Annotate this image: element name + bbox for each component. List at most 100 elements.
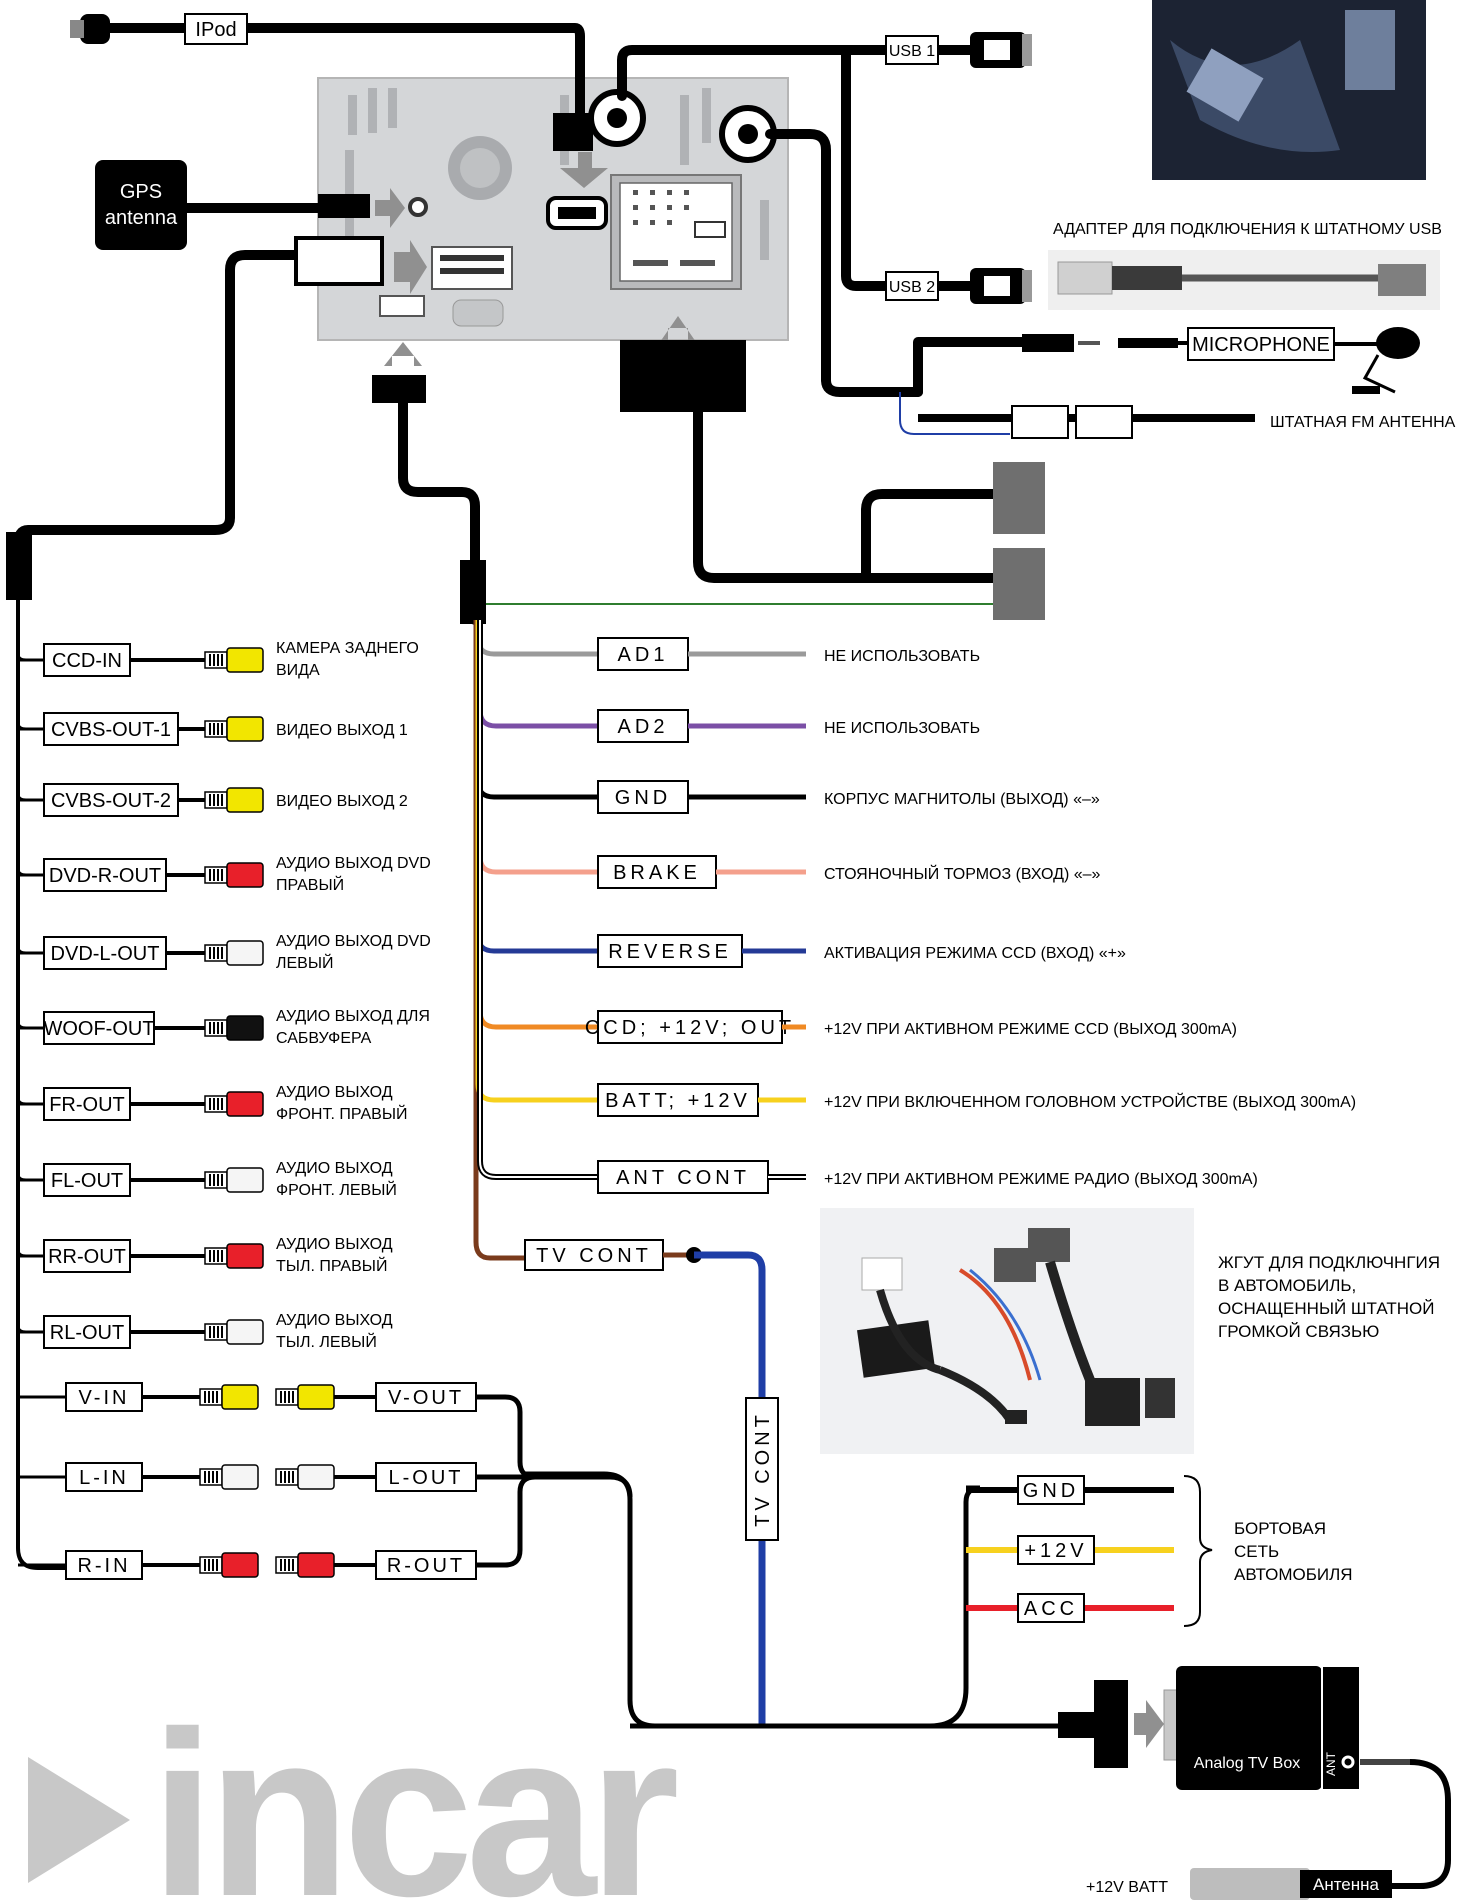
wire-row: BATT; +12V+12V ПРИ ВКЛЮЧЕННОМ ГОЛОВНОМ У… [475,620,1356,1117]
rca-plug-icon [204,647,264,673]
rca-plug-icon [199,1464,259,1490]
output-desc-1: АУДИО ВЫХОД [276,1084,393,1101]
output-label: DVD-L-OUT [51,943,160,965]
wire-row: GND КОРПУС МАГНИТОЛЫ (ВЫХОД) «–» [475,620,1100,814]
wire-desc: КОРПУС МАГНИТОЛЫ (ВЫХОД) «–» [824,791,1100,808]
ipod-label: IPod [195,19,236,41]
gps-antenna: GPS antenna [95,160,370,250]
wire-row: ANT CONT+12V ПРИ АКТИВНОМ РЕЖИМЕ РАДИО (… [477,620,1258,1194]
usb-adapter: АДАПТЕР ДЛЯ ПОДКЛЮЧЕНИЯ К ШТАТНОМУ USB [1048,221,1442,310]
rca-plug-icon [204,1319,264,1345]
tv-cont: TV CONT TV CONT [524,1239,779,1725]
harness-caption: ЖГУТ ДЛЯ ПОДКЛЮЧНГИЯ В АВТОМОБИЛЬ, ОСНАЩ… [1218,1253,1440,1341]
rca-plug-icon [204,1015,264,1041]
output-desc-1: АУДИО ВЫХОД [276,1160,393,1177]
main-plug [294,236,384,286]
power-acc-label: ACC [1024,1598,1078,1620]
wire-label: BRAKE [613,862,701,884]
av-in-label: R-IN [77,1555,130,1577]
rca-plug-icon [204,787,264,813]
output-desc-1: ВИДЕО ВЫХОД 1 [276,722,408,739]
harness-caption-4: ГРОМКОЙ СВЯЗЬЮ [1218,1322,1379,1341]
output-label: CVBS-OUT-2 [51,790,171,812]
output-label: FR-OUT [49,1094,125,1116]
av-out-label: L-OUT [389,1467,464,1489]
output-label: DVD-R-OUT [49,865,161,887]
power-caption-2: СЕТЬ [1234,1542,1279,1561]
harness-connector-2 [993,548,1045,620]
rca-plug-icon [199,1552,259,1578]
gps-label-1: GPS [120,181,162,203]
tvbox-label: Analog TV Box [1194,1755,1300,1772]
output-desc-2: ВИДА [276,662,320,679]
ipod-plug: IPod [70,13,593,151]
microphone: MICROPHONE [1022,327,1420,394]
power-caption-1: БОРТОВАЯ [1234,1519,1326,1538]
power-12v-label: +12V [1024,1540,1087,1562]
wire-label: BATT; +12V [605,1090,751,1112]
fm-antenna-caption: ШТАТНАЯ FM АНТЕННА [1270,414,1456,431]
usb2-label: USB 2 [889,279,935,296]
usb2-plug: USB 2 [885,268,1032,304]
output-desc-2: ТЫЛ. ЛЕВЫЙ [276,1332,377,1351]
wire-row: CCD; +12V; OUT+12V ПРИ АКТИВНОМ РЕЖИМЕ C… [477,620,1237,1044]
fm-antenna: ШТАТНАЯ FM АНТЕННА [1011,405,1456,439]
output-row: CVBS-OUT-1 ВИДЕО ВЫХОД 1 [16,707,408,746]
wire-desc: АКТИВАЦИЯ РЕЖИМА CCD (ВХОД) «+» [824,945,1126,962]
wire-label: REVERSE [608,941,732,963]
av-out-label: R-OUT [387,1555,465,1577]
rca-plug-icon [204,716,264,742]
wire-desc: НЕ ИСПОЛЬЗОВАТЬ [824,648,980,665]
power-gnd-label: GND [1023,1480,1079,1502]
harness-photo [820,1208,1194,1454]
output-desc-2: ФРОНТ. ПРАВЫЙ [276,1104,407,1123]
wire-desc: +12V ПРИ АКТИВНОМ РЕЖИМЕ CCD (ВЫХОД 300m… [824,1021,1237,1038]
antenna-label: Антенна [1313,1875,1380,1894]
wire-label: GND [615,787,671,809]
av-out-label: V-OUT [388,1387,464,1409]
rca-plug-icon [204,1167,264,1193]
wire-label: AD2 [618,716,669,738]
output-desc-2: САБВУФЕРА [276,1030,372,1047]
wire-desc: НЕ ИСПОЛЬЗОВАТЬ [824,720,980,737]
av-merge-cable [476,1394,633,1568]
output-label: WOOF-OUT [43,1018,154,1040]
rca-plug-icon [204,1243,264,1269]
output-label: CCD-IN [52,650,122,672]
rca-plug-icon [275,1384,335,1410]
analog-tv-box: Analog TV Box ANT Антенна +12V BATT [630,1665,1451,1900]
usb-adapter-caption: АДАПТЕР ДЛЯ ПОДКЛЮЧЕНИЯ К ШТАТНОМУ USB [1053,221,1442,238]
harness-caption-1: ЖГУТ ДЛЯ ПОДКЛЮЧНГИЯ [1218,1253,1440,1272]
harness-caption-2: В АВТОМОБИЛЬ, [1218,1276,1356,1295]
output-label: RR-OUT [48,1246,126,1268]
tv-cont-label: TV CONT [536,1245,652,1267]
output-label: CVBS-OUT-1 [51,719,171,741]
wire-row: AD1 НЕ ИСПОЛЬЗОВАТЬ [475,620,980,671]
svg-text:incar: incar [150,1682,676,1903]
usb1-label: USB 1 [889,43,935,60]
tvbox-ant-label: ANT [1324,1751,1338,1776]
output-desc-1: АУДИО ВЫХОД DVD [276,933,431,950]
output-desc-1: АУДИО ВЫХОД [276,1312,393,1329]
wire-row: AD2 НЕ ИСПОЛЬЗОВАТЬ [477,620,980,743]
wire-label: ANT CONT [616,1167,750,1189]
rca-plug-icon [275,1552,335,1578]
output-row: DVD-L-OUT АУДИО ВЫХОД DVD ЛЕВЫЙ [16,931,431,972]
av-in-label: L-IN [79,1467,129,1489]
rca-plug-icon [204,940,264,966]
av-pair-row: L-IN L-OUT [18,1462,477,1492]
rca-plug-icon [199,1384,259,1410]
harness-caption-3: ОСНАЩЕННЫЙ ШТАТНОЙ [1218,1299,1434,1318]
output-desc-2: ЛЕВЫЙ [276,953,334,972]
wire-label: AD1 [618,644,669,666]
gps-label-2: antenna [105,207,178,229]
